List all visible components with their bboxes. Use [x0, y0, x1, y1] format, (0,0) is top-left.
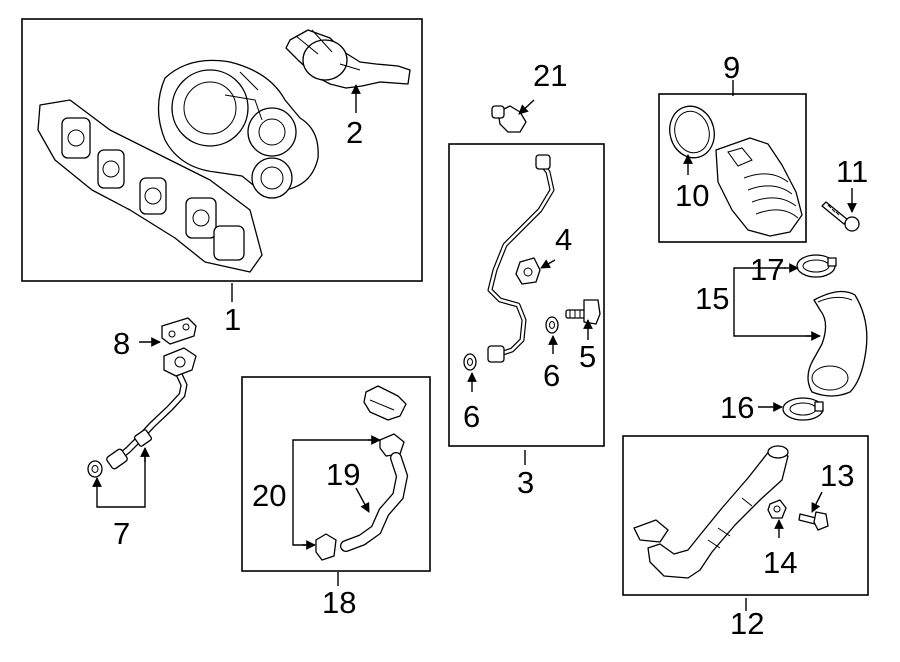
gasket-part	[161, 317, 197, 345]
callout-14: 14	[763, 545, 797, 580]
callout-21: 21	[533, 58, 567, 93]
oil-return-tube-part	[106, 347, 197, 470]
callout-17: 17	[750, 252, 784, 287]
callout-10: 10	[675, 178, 709, 213]
callout-16: 16	[720, 390, 754, 425]
callout-9: 9	[723, 50, 740, 85]
nut-part	[767, 499, 787, 519]
charge-air-pipe-part	[633, 445, 789, 579]
leader-lines	[92, 80, 857, 611]
clip-part	[515, 257, 541, 285]
hose-clamp-upper	[796, 254, 837, 278]
group-box-18	[241, 376, 431, 572]
callout-1: 1	[224, 302, 241, 337]
intake-pipe-part	[715, 137, 803, 237]
callout-7: 7	[113, 516, 130, 551]
connector-lower-part	[315, 533, 337, 561]
oil-feed-line-part	[487, 154, 555, 363]
group-box-12	[622, 435, 869, 596]
o-ring-gasket-part	[669, 105, 715, 159]
callout-4: 4	[555, 222, 572, 257]
connector-upper-part	[379, 433, 405, 457]
callout-20: 20	[252, 478, 286, 513]
vacuum-hose-part	[340, 452, 409, 552]
sealing-washer-upper	[545, 316, 559, 334]
wastegate-actuator-part	[285, 29, 411, 89]
callout-13: 13	[820, 458, 854, 493]
callout-8: 8	[113, 326, 130, 361]
callout-2: 2	[346, 115, 363, 150]
intercooler-hose-part	[807, 290, 868, 397]
callout-6-left: 6	[463, 399, 480, 434]
bolt-13-part	[798, 511, 829, 531]
callout-18: 18	[322, 585, 356, 620]
sensor-fitting-part	[491, 105, 527, 133]
bolt-11-part	[821, 201, 860, 232]
turbocharger-manifold-part	[37, 59, 319, 273]
callout-19: 19	[326, 457, 360, 492]
group-box-1	[21, 18, 423, 282]
callout-12: 12	[730, 606, 764, 641]
sealing-washer-lower	[463, 353, 477, 371]
callout-15: 15	[695, 281, 729, 316]
vacuum-bracket-part	[363, 385, 407, 421]
hose-clamp-lower	[782, 397, 824, 421]
callout-6-right: 6	[543, 358, 560, 393]
callout-3: 3	[517, 465, 534, 500]
callout-11: 11	[836, 154, 868, 189]
oil-return-washer	[87, 460, 103, 478]
group-box-3	[448, 143, 605, 447]
banjo-bolt-part	[565, 299, 601, 325]
callout-5: 5	[579, 339, 596, 374]
